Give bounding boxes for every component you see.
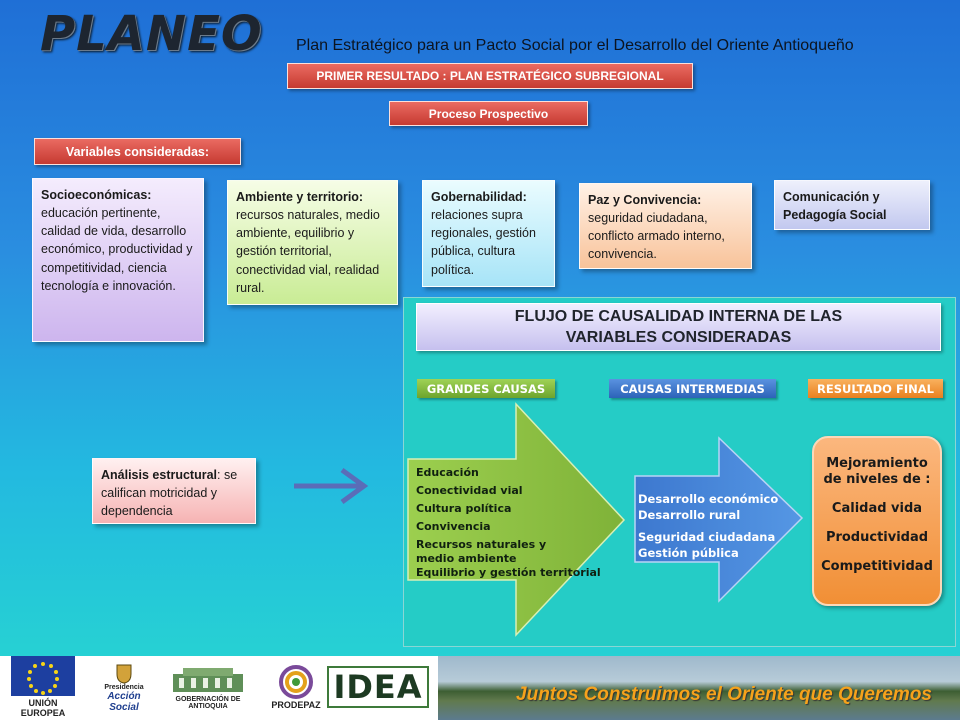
variables-consideradas-banner: Variables consideradas: — [34, 138, 241, 165]
proceso-prospectivo-banner: Proceso Prospectivo — [389, 101, 588, 126]
causas-intermedias-arrow — [634, 436, 804, 603]
eu-logo: UNIÓN EUROPEA — [6, 656, 80, 718]
grandes-causas-list: Educación Conectividad vial Cultura polí… — [416, 466, 616, 581]
column-header-grandes-causas: GRANDES CAUSAS — [417, 379, 555, 398]
variable-card-paz: Paz y Convivencia: seguridad ciudadana, … — [579, 183, 752, 269]
variable-card-gobernabilidad: Gobernabilidad: relaciones supra regiona… — [422, 180, 555, 287]
page-subtitle: Plan Estratégico para un Pacto Social po… — [296, 37, 854, 54]
variable-card-socioeconomicas: Socioeconómicas: educación pertinente, c… — [32, 178, 204, 342]
list-item: Conectividad vial — [416, 484, 523, 498]
flow-arrows — [407, 402, 804, 637]
flow-header-text: FLUJO DE CAUSALIDAD INTERNA DE LAS VARIA… — [514, 308, 843, 346]
list-item: Educación — [416, 466, 479, 479]
building-icon — [173, 668, 243, 692]
presidencia-label: Presidencia — [104, 683, 144, 691]
list-item: Equilibrio y gestión territorial — [416, 566, 601, 580]
page-title: PLANEO — [40, 6, 263, 62]
slogan-area: Juntos Construimos el Oriente que Querem… — [438, 656, 960, 720]
list-item: Gestión pública — [638, 546, 739, 561]
right-arrow-icon — [294, 467, 369, 505]
variable-body: seguridad ciudadana, conflicto armado in… — [588, 211, 725, 262]
eu-label: UNIÓN EUROPEA — [20, 698, 66, 718]
grandes-causas-arrow — [407, 402, 626, 637]
variable-title: Paz y Convivencia: — [588, 193, 702, 207]
variable-title: Ambiente y territorio: — [236, 190, 364, 204]
gobernacion-logo: GOBERNACIÓN DE ANTIOQUIA — [163, 656, 253, 718]
idea-logo: IDEA — [327, 656, 429, 718]
resultado-item: Productividad — [825, 530, 929, 546]
prodepaz-logo: PRODEPAZ — [266, 656, 326, 718]
gobernacion-label: GOBERNACIÓN DE ANTIOQUIA — [175, 696, 241, 710]
footer: UNIÓN EUROPEA Presidencia Acción Social … — [0, 656, 960, 720]
resultado-final-box: Mejoramiento de niveles de : Calidad vid… — [812, 436, 942, 606]
list-item: Desarrollo económico — [638, 492, 779, 506]
slogan: Juntos Construimos el Oriente que Querem… — [516, 684, 932, 705]
column-header-resultado-final: RESULTADO FINAL — [808, 379, 943, 398]
prodepaz-label: PRODEPAZ — [271, 700, 321, 710]
variable-body: relaciones supra regionales, gestión púb… — [431, 208, 536, 277]
analisis-title: Análisis estructural — [101, 468, 218, 482]
list-item: Seguridad ciudadana — [638, 530, 776, 545]
list-item: Recursos naturales y medio ambiente — [416, 538, 547, 566]
accion-social-label: Acción Social — [107, 690, 141, 713]
primer-resultado-banner: PRIMER RESULTADO : PLAN ESTRATÉGICO SUBR… — [287, 63, 693, 89]
variable-card-comunicacion: Comunicación y Pedagogía Social — [774, 180, 930, 230]
resultado-heading: Mejoramiento de niveles de : — [823, 456, 931, 487]
resultado-item: Competitividad — [821, 559, 933, 575]
idea-label: IDEA — [327, 666, 429, 708]
variable-card-ambiente: Ambiente y territorio: recursos naturale… — [227, 180, 398, 305]
variable-title: Socioeconómicas: — [41, 188, 152, 202]
variable-body: educación pertinente, calidad de vida, d… — [41, 206, 193, 293]
eu-flag-icon — [11, 656, 75, 696]
list-item: Cultura política — [416, 502, 512, 516]
list-item: Desarrollo rural — [638, 508, 741, 523]
accion-social-logo: Presidencia Acción Social — [92, 656, 156, 718]
prodepaz-emblem-icon — [279, 665, 313, 699]
list-item: Convivencia — [416, 520, 491, 534]
analisis-body: : se califican motricidad y dependencia — [101, 468, 238, 519]
variable-title: Comunicación y Pedagogía Social — [783, 190, 887, 223]
causas-intermedias-list: Desarrollo económico Desarrollo rural Se… — [638, 491, 808, 561]
variable-body: recursos naturales, medio ambiente, equi… — [236, 208, 380, 295]
variable-title: Gobernabilidad: — [431, 190, 527, 204]
column-header-causas-intermedias: CAUSAS INTERMEDIAS — [609, 379, 776, 398]
flow-header: FLUJO DE CAUSALIDAD INTERNA DE LAS VARIA… — [416, 303, 941, 351]
coat-of-arms-icon — [116, 664, 132, 684]
analisis-estructural-card: Análisis estructural: se califican motri… — [92, 458, 256, 524]
resultado-item: Calidad vida — [831, 501, 923, 517]
